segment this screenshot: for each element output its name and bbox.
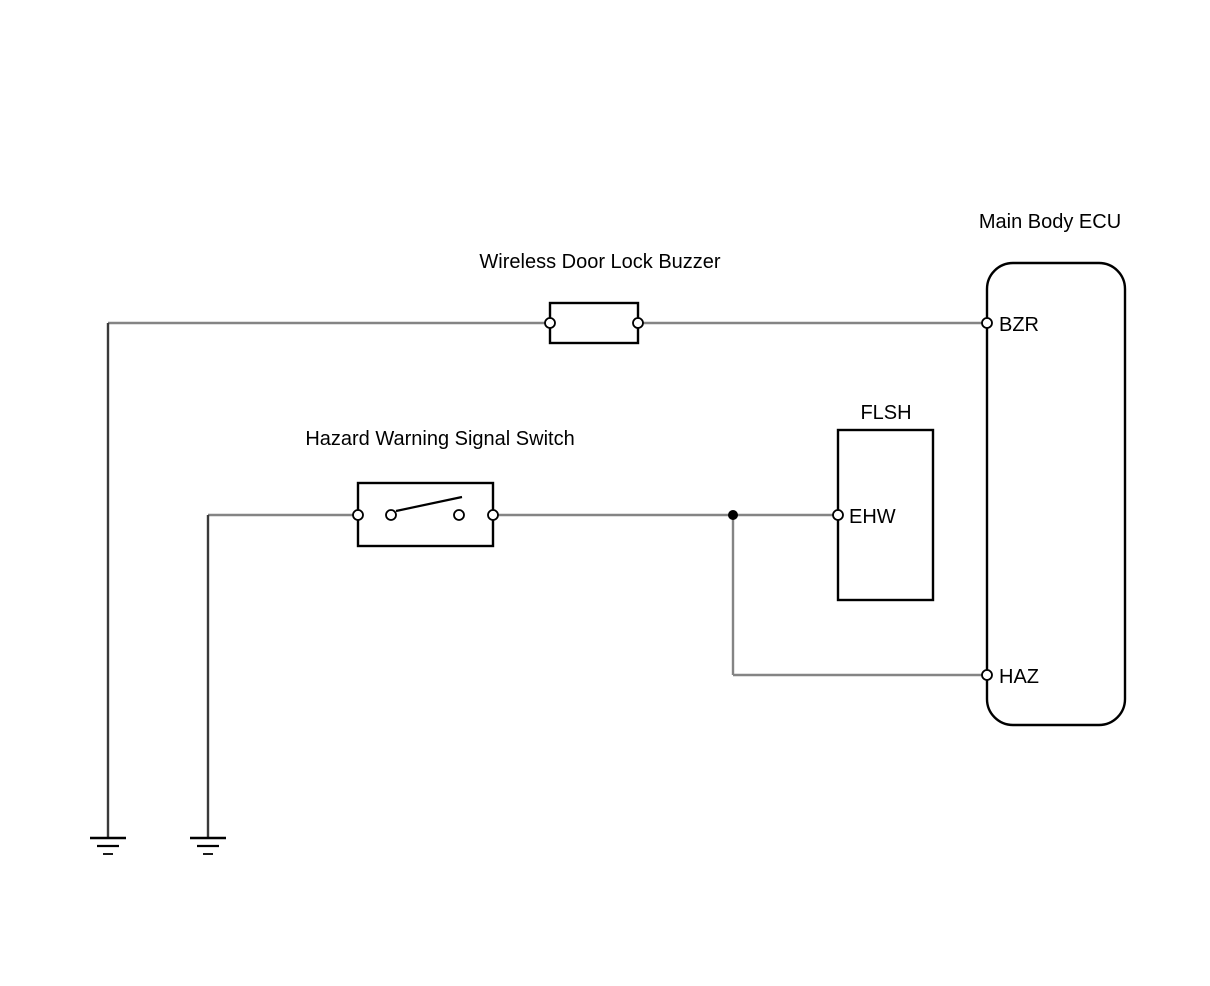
wire-junction-dot [728, 510, 738, 520]
haz-terminal-label: HAZ [999, 666, 1039, 688]
buzzer-left-terminal [544, 317, 556, 329]
haz-terminal [981, 669, 993, 681]
ground-symbol-switch [190, 836, 226, 855]
ecu-label: Main Body ECU [979, 211, 1121, 233]
switch-right-terminal [487, 509, 499, 521]
switch-blade [395, 495, 463, 513]
buzzer-box [548, 301, 640, 345]
ground-symbol-buzzer [90, 836, 126, 855]
switch-left-terminal [352, 509, 364, 521]
ecu-box [985, 261, 1127, 727]
ehw-terminal [832, 509, 844, 521]
bzr-terminal-label: BZR [999, 314, 1039, 336]
buzzer-label: Wireless Door Lock Buzzer [479, 251, 721, 273]
ehw-terminal-label: EHW [849, 506, 896, 528]
switch-label: Hazard Warning Signal Switch [305, 428, 574, 450]
buzzer-right-terminal [632, 317, 644, 329]
switch-box [356, 481, 495, 548]
flasher-label: FLSH [860, 402, 911, 424]
bzr-terminal [981, 317, 993, 329]
switch-inner-left-contact [385, 509, 397, 521]
switch-inner-right-contact [453, 509, 465, 521]
flasher-box [836, 428, 935, 602]
